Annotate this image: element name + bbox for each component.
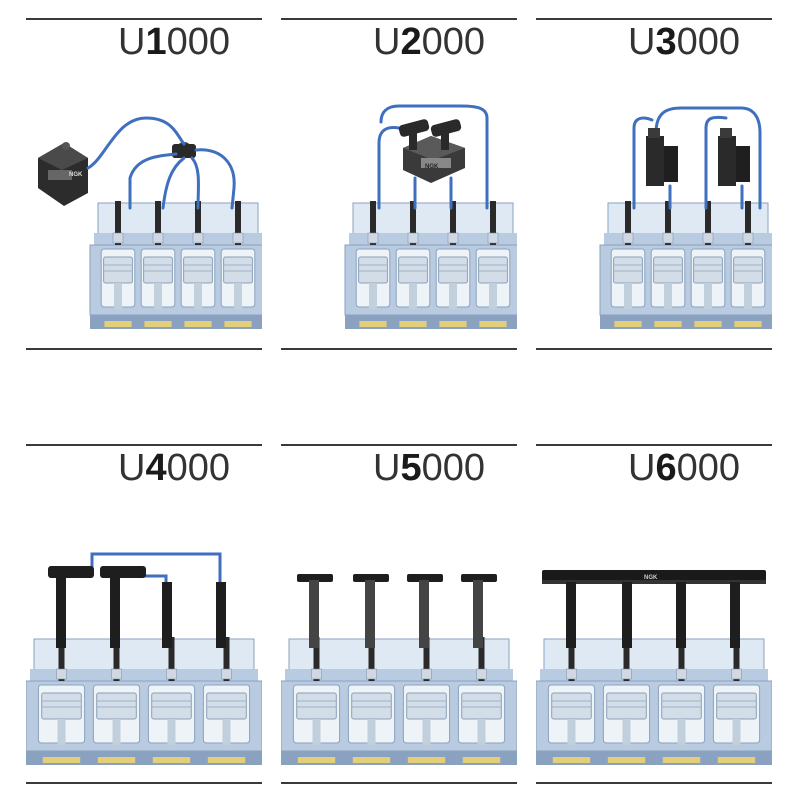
- coil-rail: NGK: [542, 570, 766, 648]
- brand-label: NGK: [425, 164, 439, 170]
- model-title: U1000: [118, 21, 230, 63]
- ht-leads: [86, 116, 236, 210]
- distributor: [172, 142, 196, 158]
- ht-leads: [377, 104, 489, 210]
- panel-u1000: U1000 NGK: [26, 18, 262, 358]
- engine-block: [536, 637, 772, 765]
- bottom-rule: [281, 782, 517, 784]
- top-rule: [536, 18, 772, 20]
- bottom-rule: [281, 348, 517, 350]
- panel-u3000: U3000: [536, 18, 772, 358]
- bottom-rule: [26, 782, 262, 784]
- ht-leads: [632, 106, 762, 210]
- top-rule: [26, 444, 262, 446]
- ignition-coil: NGK: [38, 142, 88, 206]
- top-rule: [26, 18, 262, 20]
- engine-block: [344, 201, 517, 329]
- brand-label: NGK: [644, 575, 658, 581]
- model-title: U4000: [118, 447, 230, 489]
- coil-pack-pairs-illustration: [599, 106, 772, 329]
- panel-u2000: U2000 NGK: [281, 18, 517, 358]
- model-title: U3000: [628, 21, 740, 63]
- coil-on-plug-pair: [48, 566, 226, 648]
- engine-block: [599, 201, 772, 329]
- coil-pack: NGK: [398, 119, 465, 183]
- distributor-ignition-illustration: NGK: [38, 116, 262, 329]
- coil-pack-left: [646, 128, 678, 186]
- dual-coil-illustration: NGK: [344, 104, 517, 329]
- coil-on-plug-illustration: [26, 552, 262, 765]
- pencil-coil-illustration: [281, 574, 517, 765]
- bottom-rule: [536, 348, 772, 350]
- pencil-coils: [297, 574, 497, 648]
- bottom-rule: [26, 348, 262, 350]
- brand-label: NGK: [69, 172, 83, 178]
- top-rule: [281, 444, 517, 446]
- panel-u6000: U6000 NGK: [536, 444, 772, 784]
- panel-u4000: U4000: [26, 444, 262, 784]
- engine-block: [281, 637, 517, 765]
- bottom-rule: [536, 782, 772, 784]
- model-title: U2000: [373, 21, 485, 63]
- panel-u5000: U5000: [281, 444, 517, 784]
- engine-block: [26, 637, 262, 765]
- top-rule: [281, 18, 517, 20]
- top-rule: [536, 444, 772, 446]
- coil-rail-illustration: NGK: [536, 570, 772, 765]
- engine-block: [89, 201, 262, 329]
- model-title: U6000: [628, 447, 740, 489]
- model-title: U5000: [373, 447, 485, 489]
- coil-pack-right: [718, 128, 750, 186]
